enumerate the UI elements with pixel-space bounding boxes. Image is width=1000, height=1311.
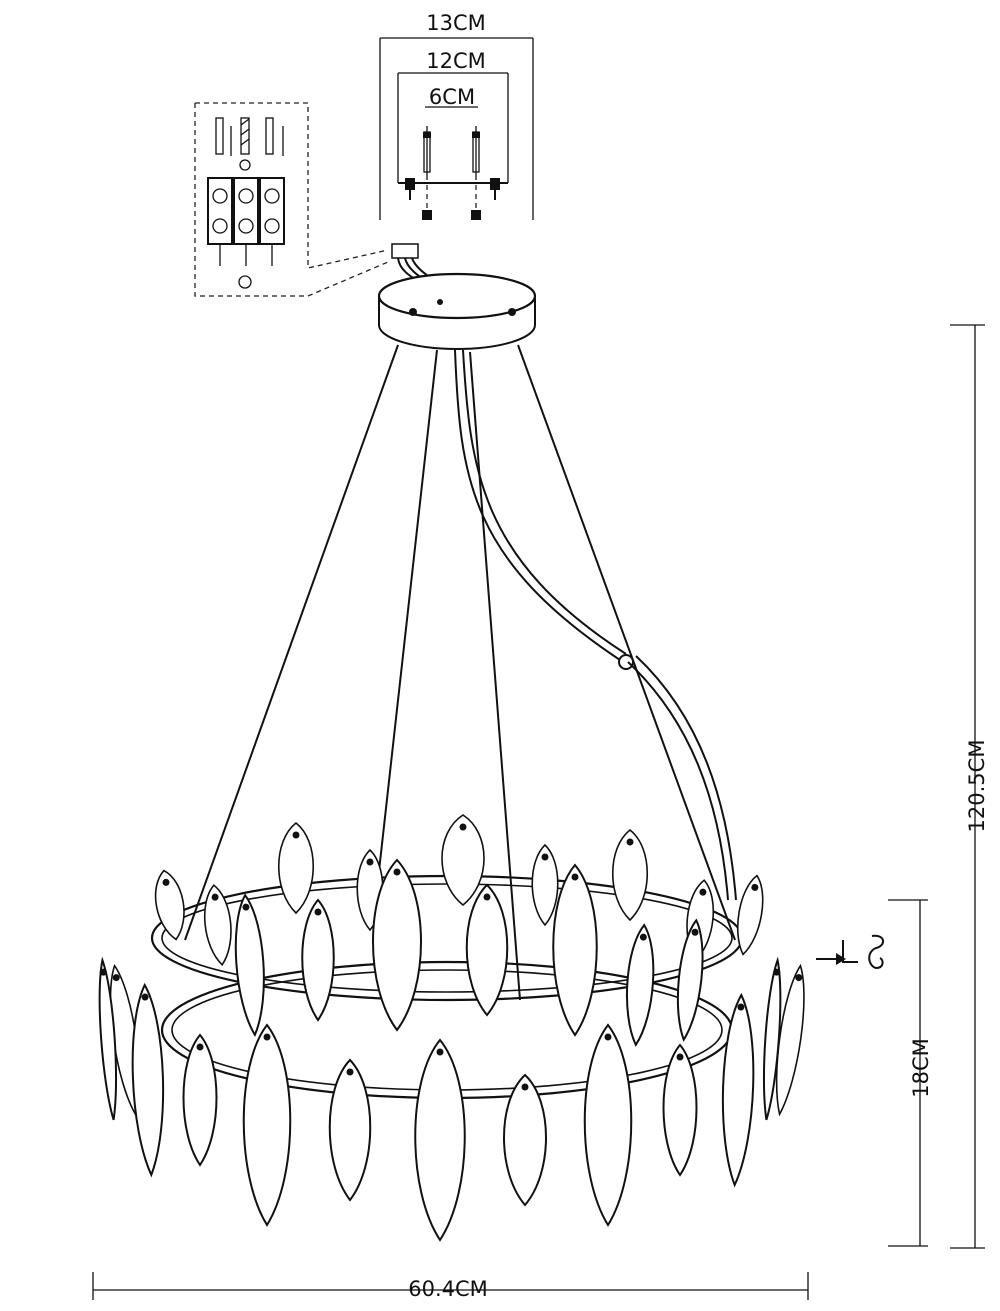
crystal-leaf bbox=[583, 1023, 633, 1227]
crystal-leaf bbox=[234, 893, 265, 1038]
hook-detail bbox=[816, 934, 884, 970]
ceiling-canopy bbox=[377, 272, 537, 350]
mounting-bracket-detail: 13CM 12CM 6CM bbox=[379, 11, 534, 220]
crystal-leaf bbox=[721, 992, 755, 1188]
crystal-leaf bbox=[465, 883, 509, 1017]
dim-mount-spacing: 6CM bbox=[429, 85, 475, 109]
crystal-leaf bbox=[203, 884, 232, 967]
crystal-leaf bbox=[328, 1058, 372, 1202]
crystal-leaf bbox=[775, 963, 805, 1117]
crystal-leaf bbox=[154, 869, 185, 941]
crystal-leaf bbox=[441, 814, 485, 907]
crystal-leaf bbox=[278, 821, 314, 915]
crystal-leaves-back-row bbox=[109, 814, 805, 1117]
screw-left bbox=[422, 126, 432, 220]
suspension-cables bbox=[184, 344, 737, 1001]
crystal-leaf bbox=[372, 858, 422, 1032]
dim-total-height-line: 120.5CM bbox=[950, 324, 989, 1249]
terminal-block-detail bbox=[194, 102, 389, 297]
dim-body-height-line: 18CM bbox=[888, 899, 933, 1247]
crystal-leaf bbox=[612, 828, 648, 922]
crystal-leaf bbox=[736, 874, 764, 956]
dim-diameter-line: 60.4CM bbox=[92, 1272, 809, 1301]
crystal-leaf bbox=[531, 843, 559, 927]
dim-body-height: 18CM bbox=[909, 1038, 933, 1098]
screw-right bbox=[471, 126, 481, 220]
dim-canopy-outer: 13CM bbox=[426, 11, 486, 35]
crystal-leaf bbox=[131, 982, 165, 1178]
crystal-leaf bbox=[762, 956, 782, 1121]
crystal-leaf bbox=[676, 918, 704, 1042]
crystal-leaf bbox=[414, 1038, 466, 1242]
crystal-leaf bbox=[242, 1023, 292, 1227]
dim-canopy-inner: 12CM bbox=[426, 49, 486, 73]
crystal-leaf bbox=[552, 863, 598, 1037]
crystal-leaves-front-row bbox=[98, 858, 782, 1242]
crystal-leaf bbox=[662, 1043, 698, 1177]
crystal-leaf bbox=[182, 1033, 218, 1167]
dim-diameter: 60.4CM bbox=[408, 1277, 488, 1301]
crystal-leaf bbox=[625, 923, 655, 1047]
dim-total-height: 120.5CM bbox=[965, 740, 989, 833]
crystal-leaf bbox=[301, 898, 335, 1022]
crystal-leaf bbox=[98, 956, 118, 1121]
crystal-leaf bbox=[503, 1073, 547, 1207]
